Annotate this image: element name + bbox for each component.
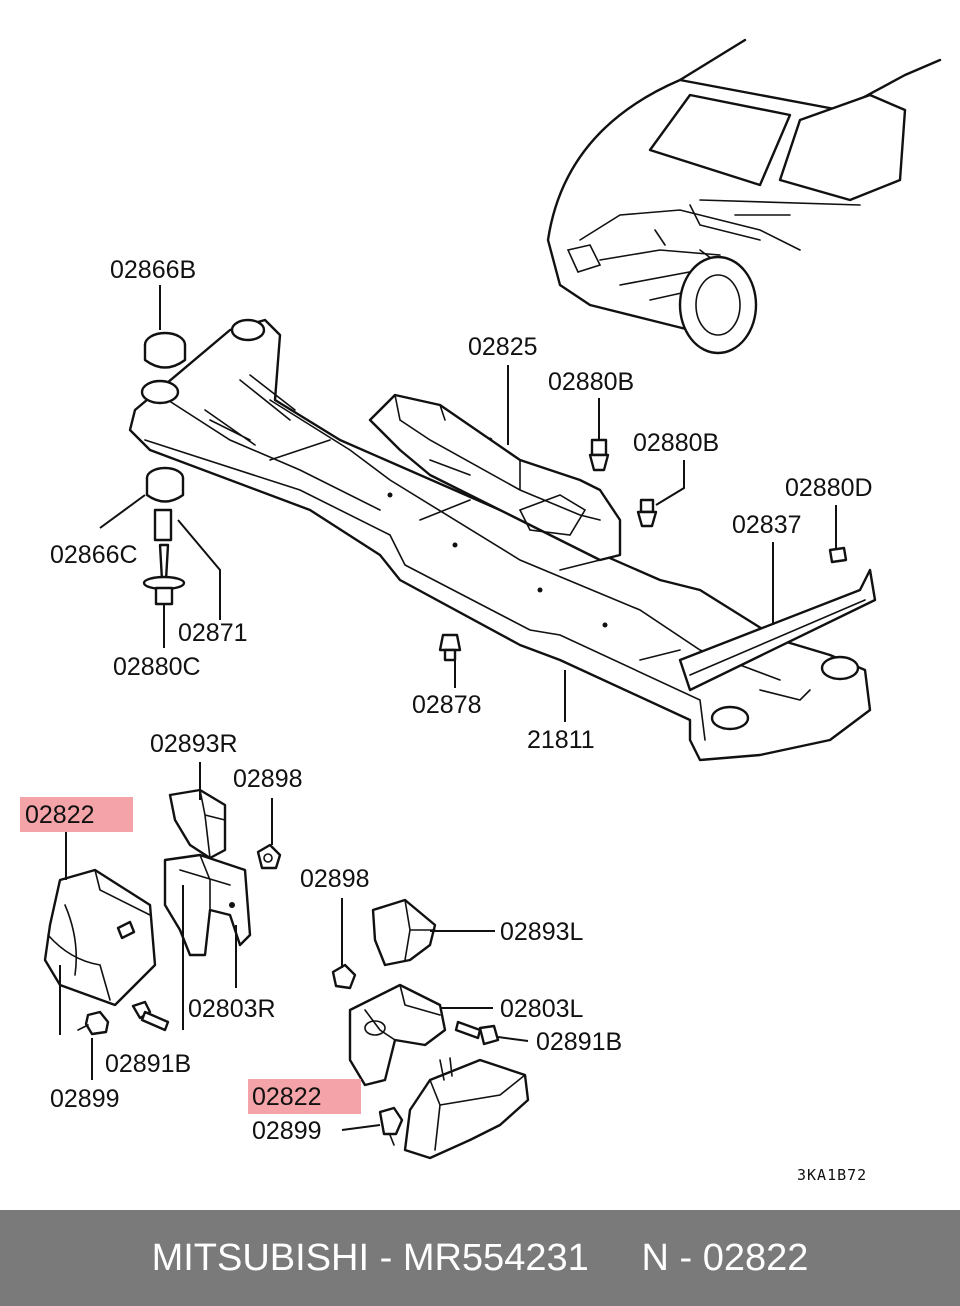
label-21811: 21811	[527, 726, 595, 754]
label-02822-left: 02822	[25, 801, 95, 829]
crossmember-21811	[128, 318, 872, 762]
label-02898-upper: 02898	[233, 765, 303, 793]
parts-diagram: 02866B 02825 02880B 02880B 02880D 02837 …	[20, 38, 942, 1184]
bolt-02899-left	[77, 1010, 110, 1036]
footer-separator: -	[369, 1236, 403, 1279]
bolt-02899-right	[378, 1106, 404, 1146]
diagram-code: 3KA1B72	[797, 1166, 867, 1184]
bracket-02825	[368, 393, 622, 562]
engine-mount-left	[43, 868, 157, 1007]
label-02899-right: 02899	[252, 1117, 322, 1145]
mount-rubbers	[142, 331, 187, 606]
highlight-02822-left	[20, 797, 133, 832]
label-02893R: 02893R	[150, 730, 238, 758]
footer-part-number: MR554231	[402, 1236, 589, 1279]
label-02880B-upper: 02880B	[548, 368, 634, 396]
label-02871: 02871	[178, 619, 248, 647]
label-02803R: 02803R	[188, 995, 276, 1023]
footer-brand: MITSUBISHI	[151, 1236, 370, 1279]
label-02825: 02825	[468, 333, 538, 361]
label-02803L: 02803L	[500, 995, 584, 1023]
bracket-02803R	[163, 853, 252, 957]
highlight-02822-right	[248, 1079, 361, 1114]
label-02893L: 02893L	[500, 918, 584, 946]
stopper-02893L	[371, 898, 437, 967]
label-02898-lower: 02898	[300, 865, 370, 893]
bolt-02891B-left	[131, 1000, 170, 1032]
footer-bar: MITSUBISHI - MR554231 N - 02822	[0, 1210, 960, 1306]
nut-02898-right	[256, 843, 282, 870]
engine-mount-right	[403, 1057, 530, 1160]
label-02880B-lower: 02880B	[633, 429, 719, 457]
label-02822-right: 02822	[252, 1083, 322, 1111]
stopper-02893R	[168, 788, 227, 860]
label-02866C: 02866C	[50, 541, 138, 569]
label-02878: 02878	[412, 691, 482, 719]
bracket-02803L	[348, 983, 447, 1087]
rail-02837	[678, 568, 877, 692]
label-02880C: 02880C	[113, 653, 201, 681]
label-02899-left: 02899	[50, 1085, 120, 1113]
label-02837: 02837	[732, 511, 802, 539]
footer-ref: N - 02822	[641, 1236, 809, 1279]
bolt-02891B-right	[454, 1020, 500, 1046]
leader-lines	[59, 285, 837, 1131]
label-02880D: 02880D	[785, 474, 873, 502]
label-02891B-left: 02891B	[105, 1050, 191, 1078]
vehicle-outline	[546, 38, 942, 355]
fasteners-crossmember	[438, 438, 848, 662]
footer-gap	[589, 1237, 642, 1280]
label-02891B-right: 02891B	[536, 1028, 622, 1056]
nut-02898-left	[331, 963, 357, 990]
label-02866B: 02866B	[110, 256, 196, 284]
